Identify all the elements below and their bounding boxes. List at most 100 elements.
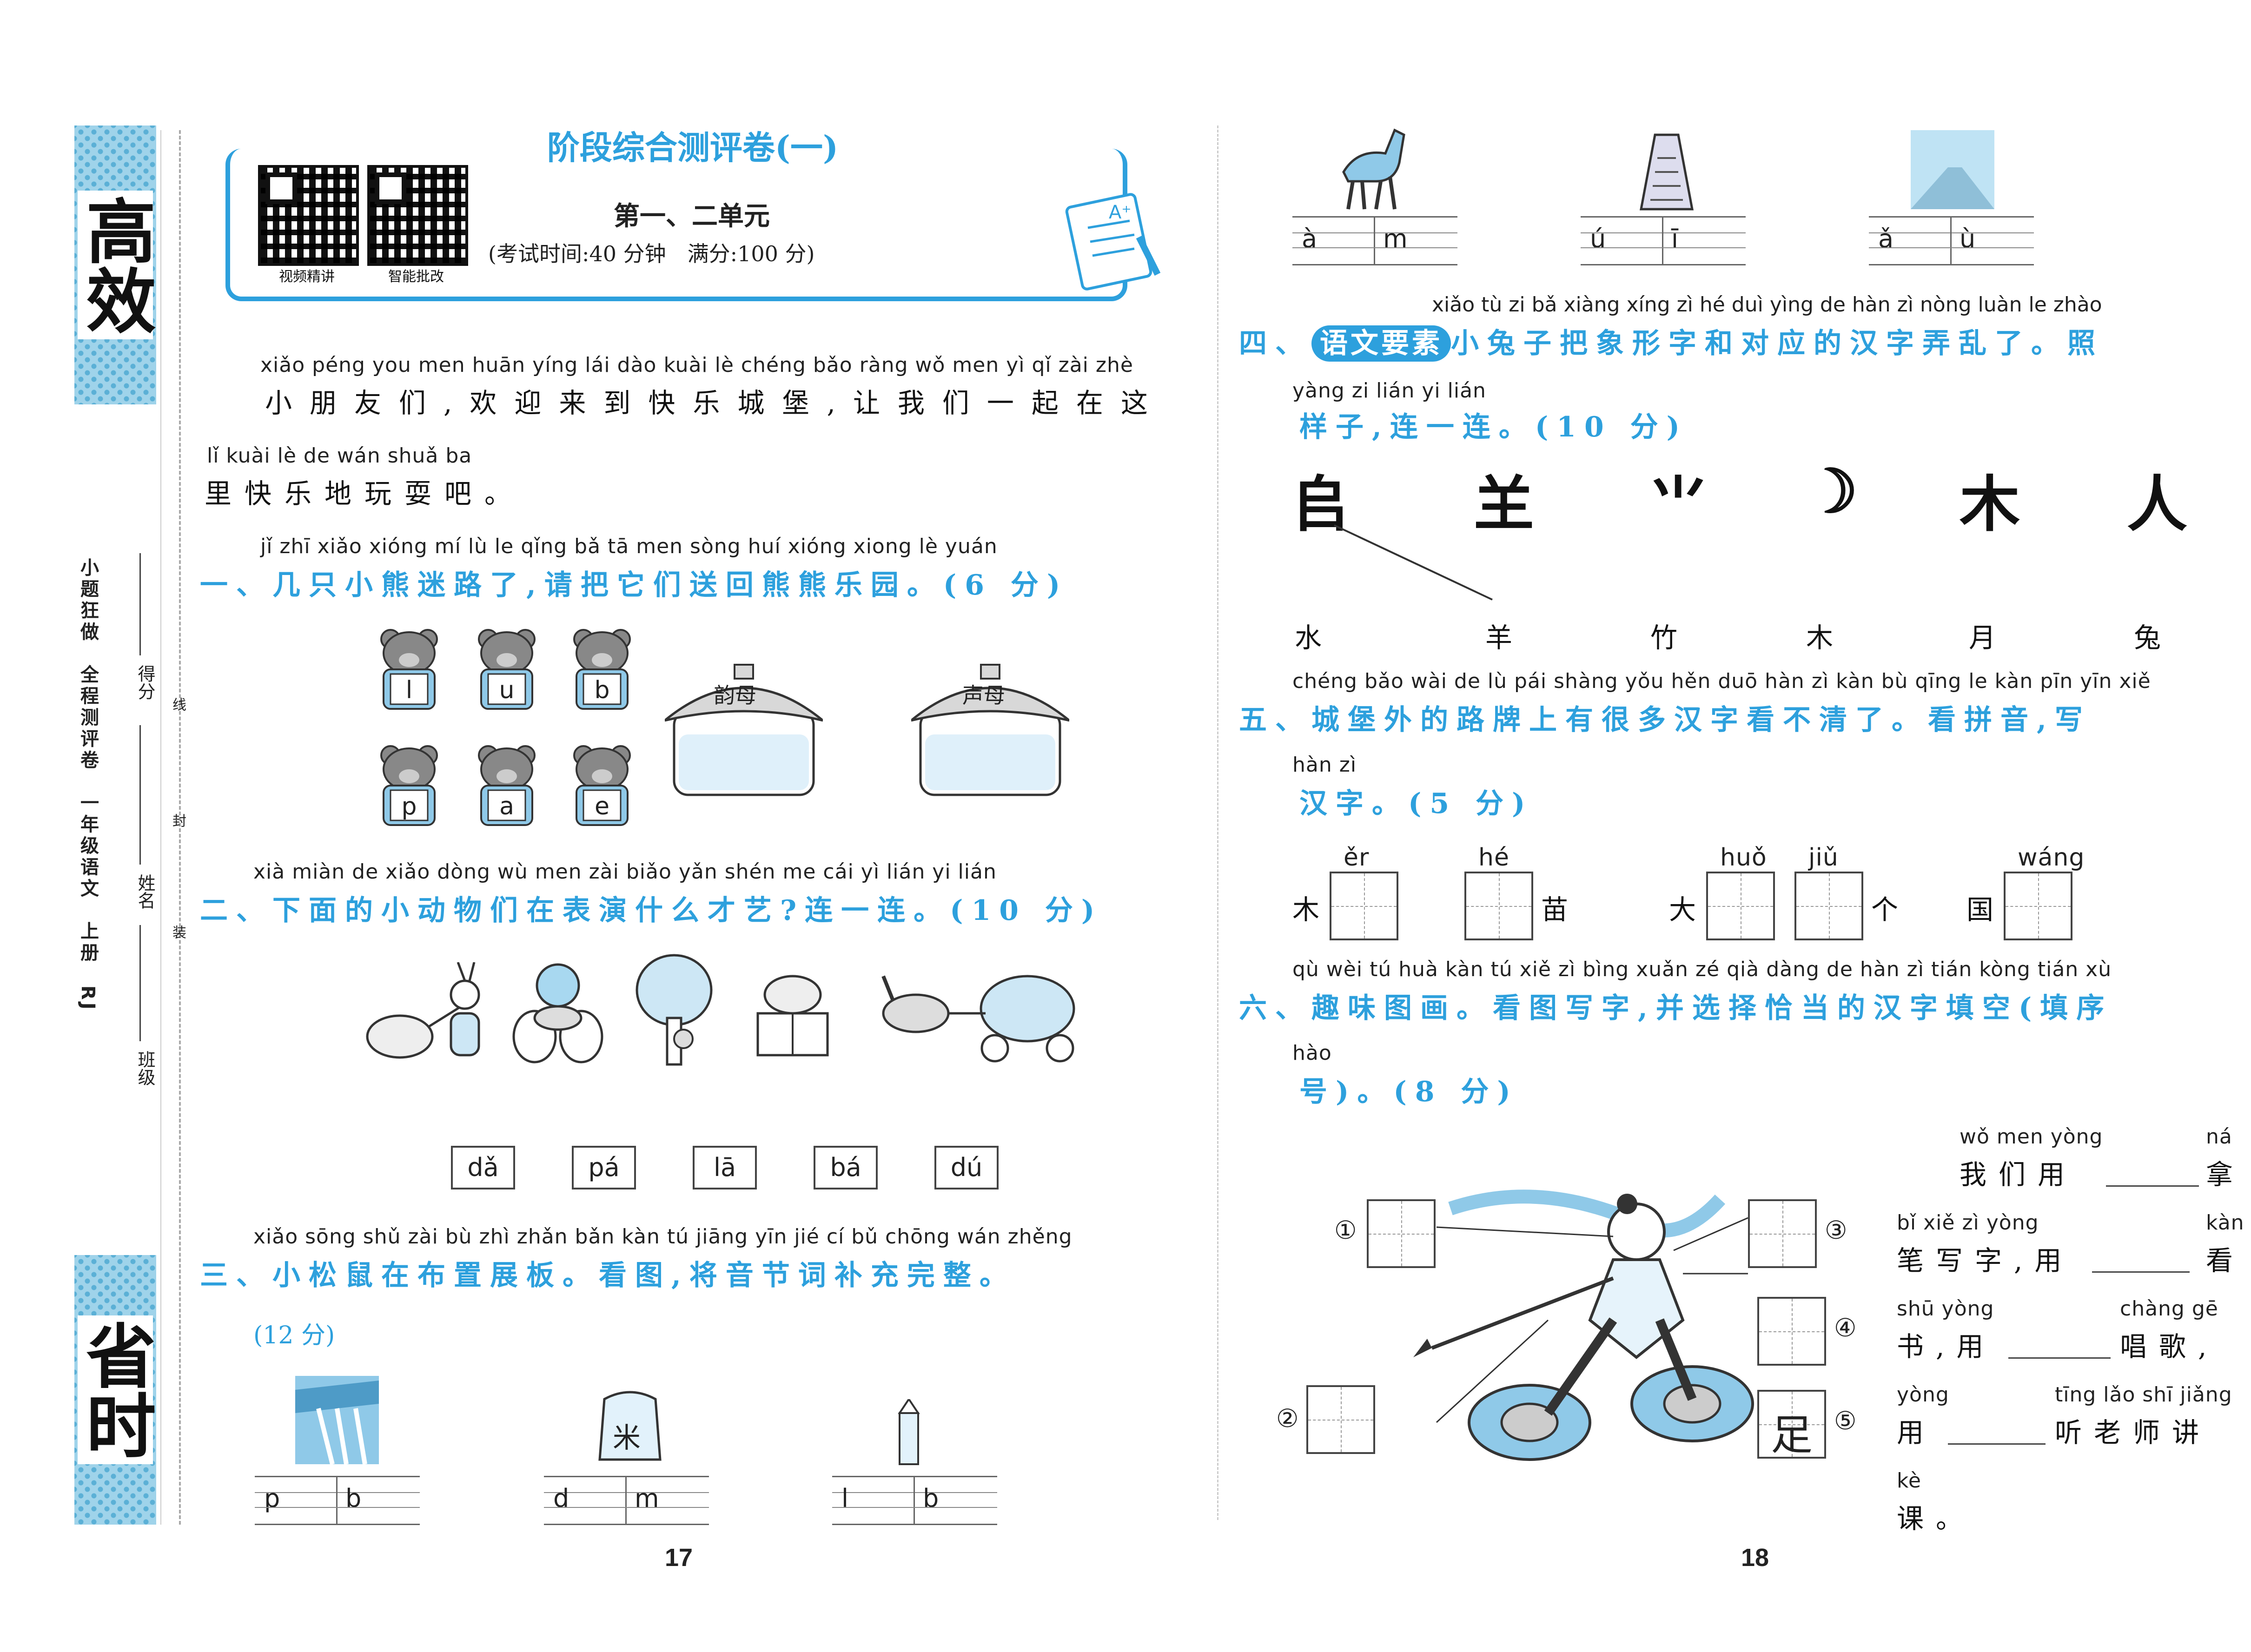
bear-card-3[interactable]: b [572,628,632,711]
q5-pinyin-3: huǒ [1720,844,1767,872]
sheep-reading-image [756,975,829,1057]
house-vowel [665,664,823,796]
fourline-letter: d [553,1484,569,1513]
fourline-sep [1662,218,1663,264]
q4-char-6[interactable]: 兔 [2134,622,2172,654]
q5-box-1[interactable] [1330,872,1398,940]
oracle-glyph-5[interactable]: 木 [1960,469,2020,540]
q6-blank-4[interactable] [1948,1443,2046,1445]
page-title: 阶段综合测评卷(一) [511,123,874,172]
q6-box-3[interactable] [1748,1199,1817,1268]
q6-line-pinyin-1: wǒ men yòng [1960,1125,2103,1149]
q5-box-2[interactable] [1464,872,1533,940]
q5-pinyin-1: ěr [1344,844,1370,872]
q2-option-4[interactable]: bá [814,1146,878,1189]
q6-blank-2[interactable] [2092,1271,2190,1273]
fourline-letter: l [841,1484,849,1513]
num-1: ① [1334,1216,1357,1245]
q5-title: 五、城堡外的路牌上有很多汉字看不清了。看拼音,写 [1239,704,2091,736]
nezha-illustration [1413,1189,1754,1461]
fourline-letter: ǎ [1878,224,1894,253]
fourline-letter: m [1383,224,1408,253]
q6-line-end-2: 看 [2206,1245,2245,1276]
qr-code-video[interactable] [258,165,359,266]
q4-title-2: 样子,连一连。(10 分) [1299,411,1688,443]
escalator-image [1639,133,1694,211]
bear-card-5[interactable]: a [477,744,537,827]
q4-pinyin-2: yàng zi lián yi lián [1292,379,1486,403]
fourline-sep [1950,218,1952,264]
q3-title: 三、小松鼠在布置展板。看图,将音节词补充完整。 [200,1259,1016,1292]
q5-pinyin-4: jiǔ [1808,844,1839,872]
q4-char-2[interactable]: 羊 [1485,622,1523,654]
q6-line-pinyin-5: kè [1897,1469,1921,1493]
fourline-letter: b [345,1484,362,1513]
q4-title: 小兔子把象形字和对应的汉字弄乱了。照 [1451,327,2104,360]
fourline-sep [625,1477,627,1524]
tiger-drum-image [512,963,603,1064]
spine-text: 小题狂做 全程测评卷 一年级语文 上册 RJ [77,558,99,1012]
oracle-glyph-3[interactable]: ⺌ [1648,469,1709,540]
q5-box-5[interactable] [2004,872,2072,940]
bear-card-6[interactable]: e [572,744,632,827]
oracle-glyph-6[interactable]: 人 [2127,469,2188,540]
q2-option-2[interactable]: pá [572,1146,636,1189]
horse-carriage-image [881,975,1075,1063]
q5-post-2: 苗 [1541,894,1579,925]
q5-pre-5: 国 [1966,894,2004,925]
bear-card-2[interactable]: u [477,628,537,711]
q6-box-2[interactable] [1306,1385,1375,1454]
q6-line-pinyin-4: yòng [1897,1383,1949,1407]
q6-blank-3[interactable] [2008,1357,2111,1359]
oracle-glyph-4[interactable]: ☽ [1804,456,1858,527]
qr-caption-grading: 智能批改 [388,269,444,285]
exam-meta: (考试时间:40 分钟 满分:100 分) [488,241,815,266]
q6-box-1[interactable] [1367,1199,1436,1268]
q2-option-1[interactable]: dǎ [451,1146,515,1189]
q6-line-end-pinyin-2: kàn [2206,1211,2244,1235]
q6-line-end-3: 唱歌, [2120,1331,2219,1362]
q6-blank-1[interactable] [2106,1185,2199,1187]
q3-pinyin: xiǎo sōng shǔ zài bù zhì zhǎn bǎn kàn tú… [253,1225,1073,1249]
qr-code-grading[interactable] [367,165,468,266]
bear-card-1[interactable]: l [379,628,439,711]
q1-title: 一、几只小熊迷路了,请把它们送回熊熊乐园。(6 分) [200,569,1069,601]
monkey-climbing-tree-image [636,954,713,1066]
q6-box-4[interactable] [1757,1297,1826,1366]
q2-title: 二、下面的小动物们在表演什么才艺?连一连。(10 分) [200,894,1103,927]
q5-post-4: 个 [1871,894,1909,925]
fourline-letter: ī [1671,224,1679,253]
q6-pinyin-2: hào [1292,1041,1332,1065]
bear-card-4[interactable]: p [379,744,439,827]
q6-line-text-1: 我们用 [1960,1159,2077,1190]
q5-box-4[interactable] [1794,872,1863,940]
q6-line-end-4: 听老师讲 [2055,1417,2211,1448]
bear-letter: p [401,793,417,820]
q4-char-1[interactable]: 水 [1295,622,1332,654]
num-4: ④ [1834,1313,1857,1342]
band-text-top: 高效 [74,191,156,339]
oracle-glyph-2[interactable]: 𦍌 [1474,469,1535,540]
q6-box-5[interactable]: 足 [1757,1390,1826,1460]
q5-pinyin: chéng bǎo wài de lù pái shàng yǒu hěn du… [1292,669,2151,693]
intro-text-1: 小朋友们,欢迎来到快乐城堡,让我们一起在这 [265,387,1165,419]
q4-char-3[interactable]: 竹 [1650,622,1688,654]
q6-line-end-1: 拿 [2206,1159,2245,1190]
test-paper-icon: A⁺ [1065,193,1161,291]
fourline-letter: à [1302,224,1317,253]
q4-char-5[interactable]: 月 [1969,622,2006,654]
q2-option-3[interactable]: lā [693,1146,757,1189]
field-class-line [139,925,141,1041]
road-image [1911,130,1994,209]
q2-option-5[interactable]: dú [934,1146,999,1189]
q4-tag: 语文要素 [1311,325,1451,362]
q5-box-3[interactable] [1706,872,1775,940]
fourline-letter: ù [1960,224,1976,253]
q4-char-4[interactable]: 木 [1806,622,1844,654]
